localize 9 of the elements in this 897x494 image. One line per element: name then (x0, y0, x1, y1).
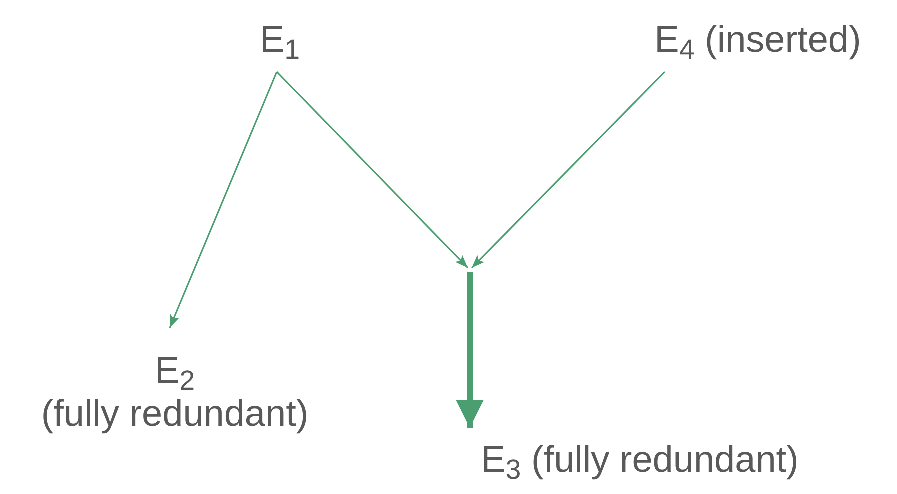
arrow (471, 71, 666, 269)
node-label: E$_{4}$ (inserted) (654, 18, 862, 62)
node-label: E$_{2}$ (154, 350, 196, 393)
node-label: E$_{1}$ (260, 18, 300, 62)
node-label: E$_{3}$ (fully redundant) (481, 438, 799, 482)
arrow (169, 72, 278, 328)
arrow (276, 71, 469, 269)
node-label: (fully redundant) (41, 393, 309, 436)
arrow (456, 272, 484, 428)
